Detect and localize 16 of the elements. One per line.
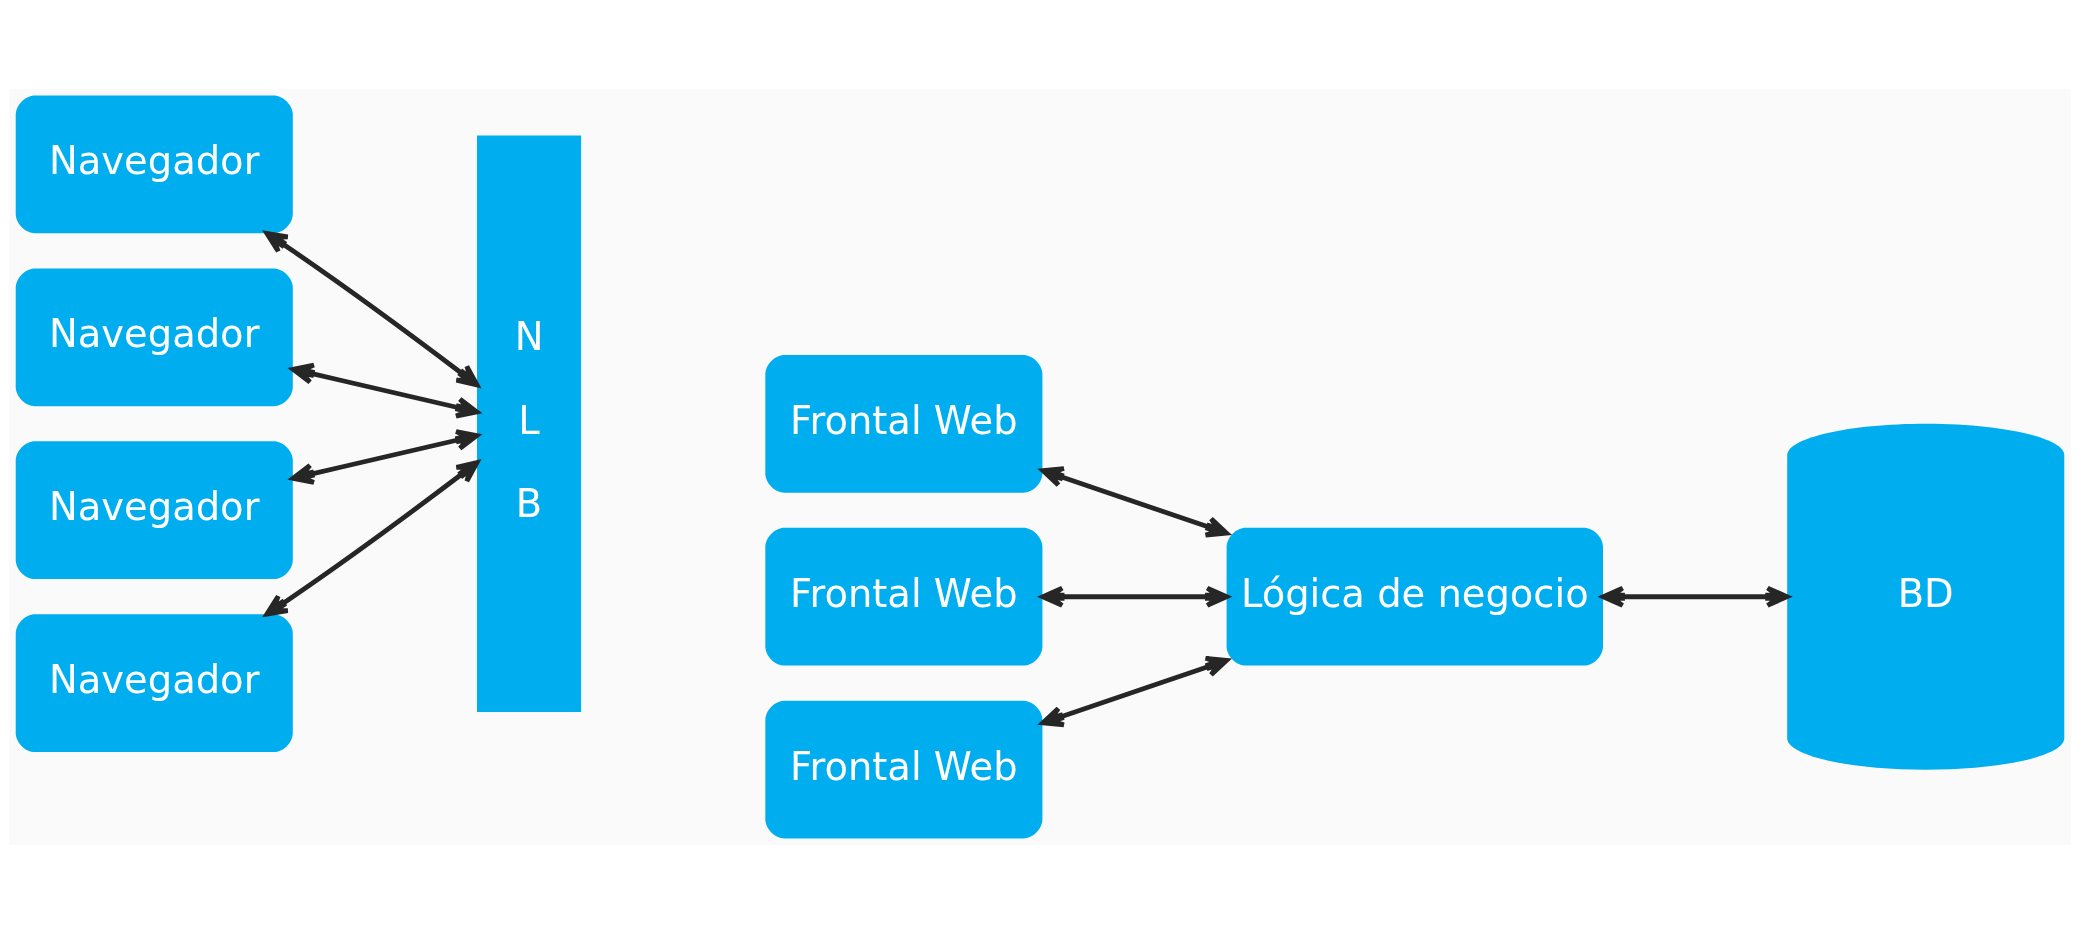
node-box: Frontal Web (765, 527, 1043, 666)
node-box: Navegador (15, 613, 293, 752)
arrow (290, 362, 480, 418)
node-box: Navegador (15, 94, 293, 233)
node-box: Navegador (15, 440, 293, 579)
arrow (264, 459, 480, 616)
arrow (1600, 585, 1790, 608)
node-box: Frontal Web (765, 700, 1043, 839)
node-box: N L B (477, 134, 582, 712)
arrow (264, 230, 480, 387)
arrow (290, 428, 480, 485)
arrow (1040, 655, 1229, 727)
node-box: Navegador (15, 267, 293, 406)
arrow (1040, 465, 1229, 538)
node-box: Frontal Web (765, 354, 1043, 493)
node-box: Lógica de negocio (1226, 527, 1603, 666)
